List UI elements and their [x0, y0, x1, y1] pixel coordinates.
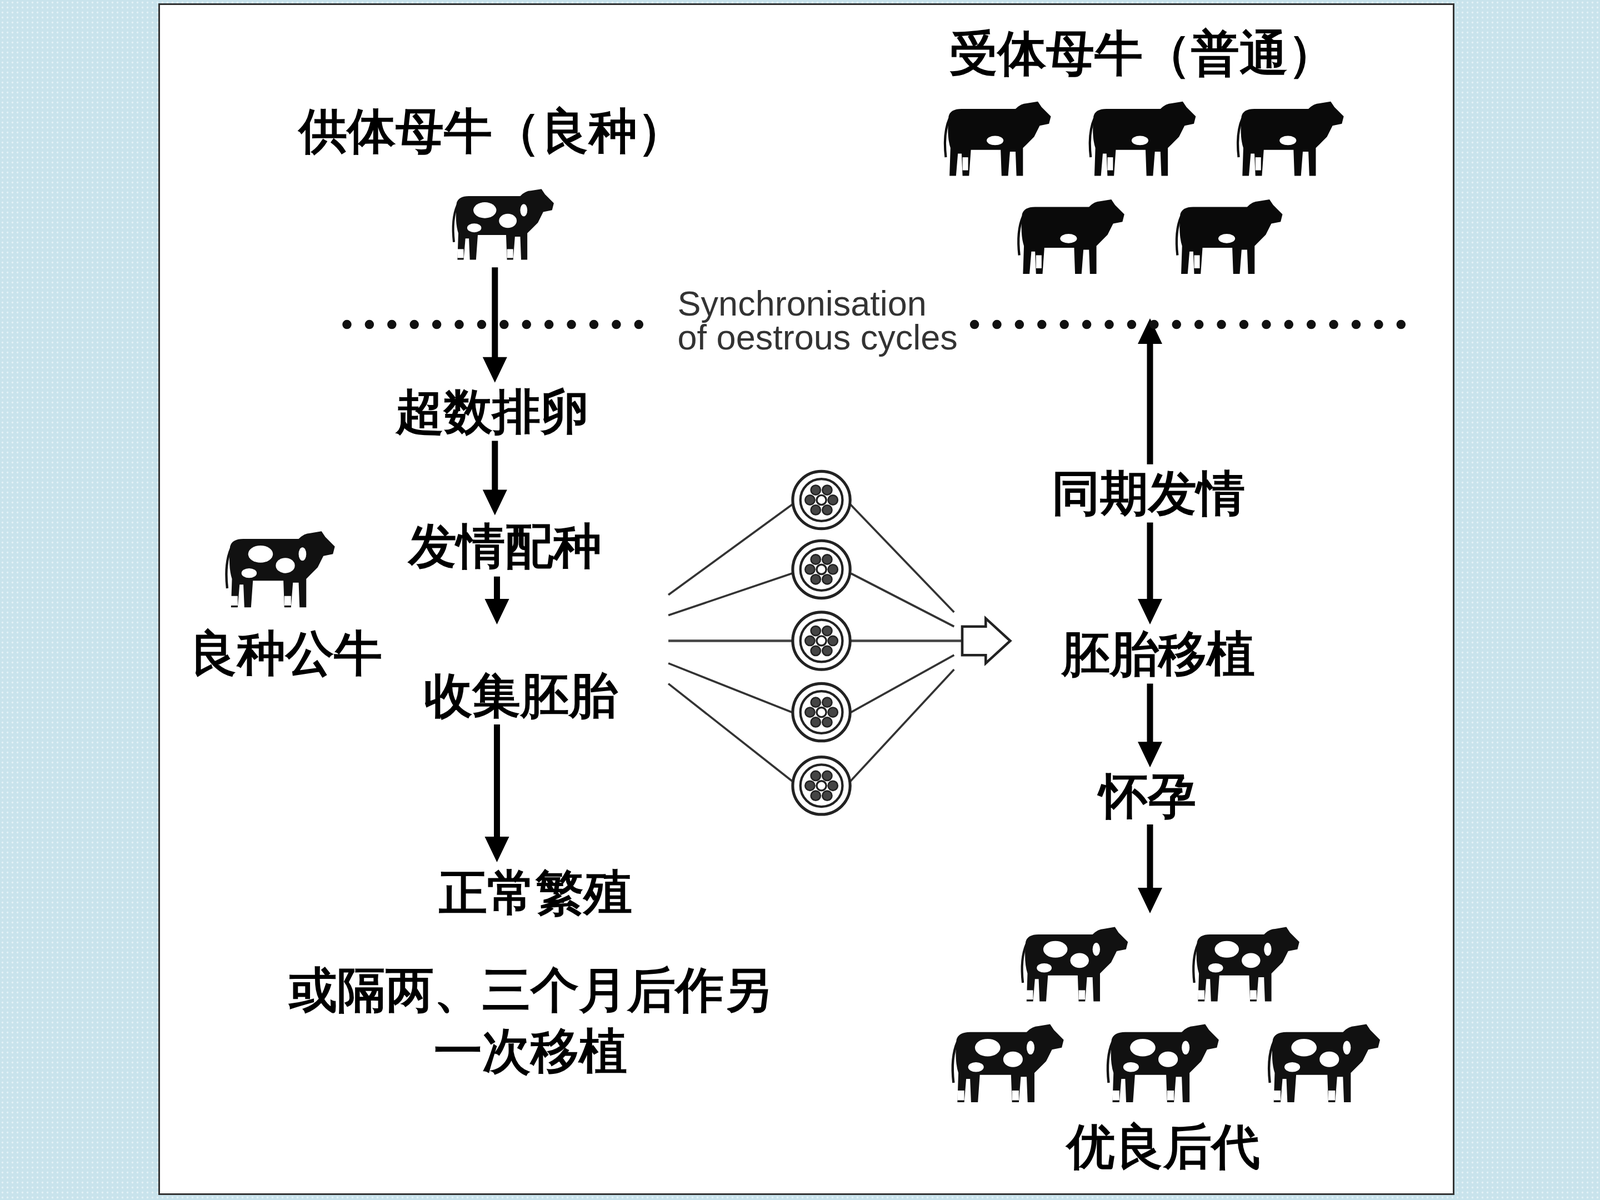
arrow-shaft-group [496, 724, 498, 838]
flow-arrow [1137, 318, 1163, 465]
embryo [792, 540, 850, 598]
flow-arrow [485, 576, 510, 625]
arrow-head [1137, 598, 1163, 625]
step-node: 发情配种 [397, 515, 613, 577]
arrow-shaft [493, 576, 500, 600]
step-node: 优良后代 [938, 913, 1388, 1176]
arrow-head [482, 357, 508, 383]
step-node: 超数排卵 [382, 382, 603, 442]
embryo [792, 757, 850, 815]
arrow-head [485, 598, 510, 625]
embryo-icons [792, 471, 850, 815]
step-text: 受体母牛（普通） [918, 24, 1368, 83]
step-node: 受体母牛（普通） [918, 24, 1368, 319]
recipient-cow [945, 101, 1052, 177]
arrow-head [1137, 741, 1163, 768]
offspring-cow [952, 1024, 1064, 1103]
step-text: 供体母牛（良种） [290, 102, 694, 160]
arrow-shaft [493, 724, 500, 838]
arrow-shaft [1147, 522, 1154, 600]
arrow-shaft [491, 440, 498, 491]
arrow-head [1137, 318, 1163, 344]
bull-label: 良种公牛 [178, 624, 393, 683]
embryo [792, 683, 850, 741]
offspring-cow [1193, 927, 1300, 1002]
arrow-shaft [1147, 342, 1154, 465]
cow-icons [226, 101, 1380, 1103]
step-node: 收集胚胎 [413, 624, 669, 725]
step-text: 同期发情 [1038, 464, 1259, 523]
offspring-cow [1022, 927, 1129, 1002]
embryo [792, 612, 850, 670]
recipient-cow [1237, 101, 1344, 177]
arrow-shaft-group [1150, 824, 1151, 889]
recipient-cow [1018, 199, 1125, 274]
arrow-shaft-group [1150, 522, 1151, 600]
step-text: 胚胎移植 [1010, 625, 1307, 683]
flow-arrow [1137, 824, 1163, 914]
step-text: 收集胚胎 [413, 666, 669, 725]
donor-cow [453, 188, 554, 260]
recipient-cow [1090, 101, 1197, 177]
flow-arrow [485, 724, 510, 863]
annotation-text: Synchronisation of oestrous cycles [677, 286, 963, 355]
flow-arrow [1137, 683, 1163, 768]
embryo [792, 471, 850, 529]
flow-arrow [1137, 522, 1163, 625]
offspring-cow [1268, 1024, 1380, 1103]
arrow-shaft [491, 267, 498, 359]
hollow-arrow-head [962, 618, 1010, 664]
offspring-cow [1107, 1024, 1219, 1103]
arrow-shaft-group [1150, 683, 1151, 744]
recipient-cow [1176, 199, 1283, 274]
arrow-head [482, 490, 508, 516]
fan-lines [668, 503, 954, 782]
step-text: 超数排卵 [382, 382, 603, 441]
flow-arrow [482, 440, 508, 515]
step-text: 怀孕 [1081, 767, 1215, 825]
arrow-shaft-group [496, 576, 498, 600]
arrow-shaft-group [494, 440, 495, 491]
step-node: 供体母牛（良种） [290, 102, 694, 268]
step-node: 怀孕 [1081, 767, 1215, 825]
arrow-shaft-group [1150, 342, 1151, 465]
step-text: 发情配种 [397, 517, 613, 575]
arrow-shaft [1147, 824, 1154, 889]
arrow-shaft [1147, 683, 1154, 744]
arrow-head [1137, 887, 1163, 914]
step-node: 胚胎移植 [1010, 624, 1307, 684]
note-text: 或隔两、三个月后作另 一次移植 [276, 959, 785, 1082]
step-text: 正常繁殖 [428, 863, 643, 922]
step-text: 优良后代 [938, 1117, 1388, 1176]
arrow-head [485, 836, 510, 863]
step-node: 同期发情 [1038, 464, 1259, 523]
step-node: 正常繁殖 [428, 862, 643, 924]
arrow-shaft-group [494, 267, 495, 359]
bull [226, 531, 335, 608]
